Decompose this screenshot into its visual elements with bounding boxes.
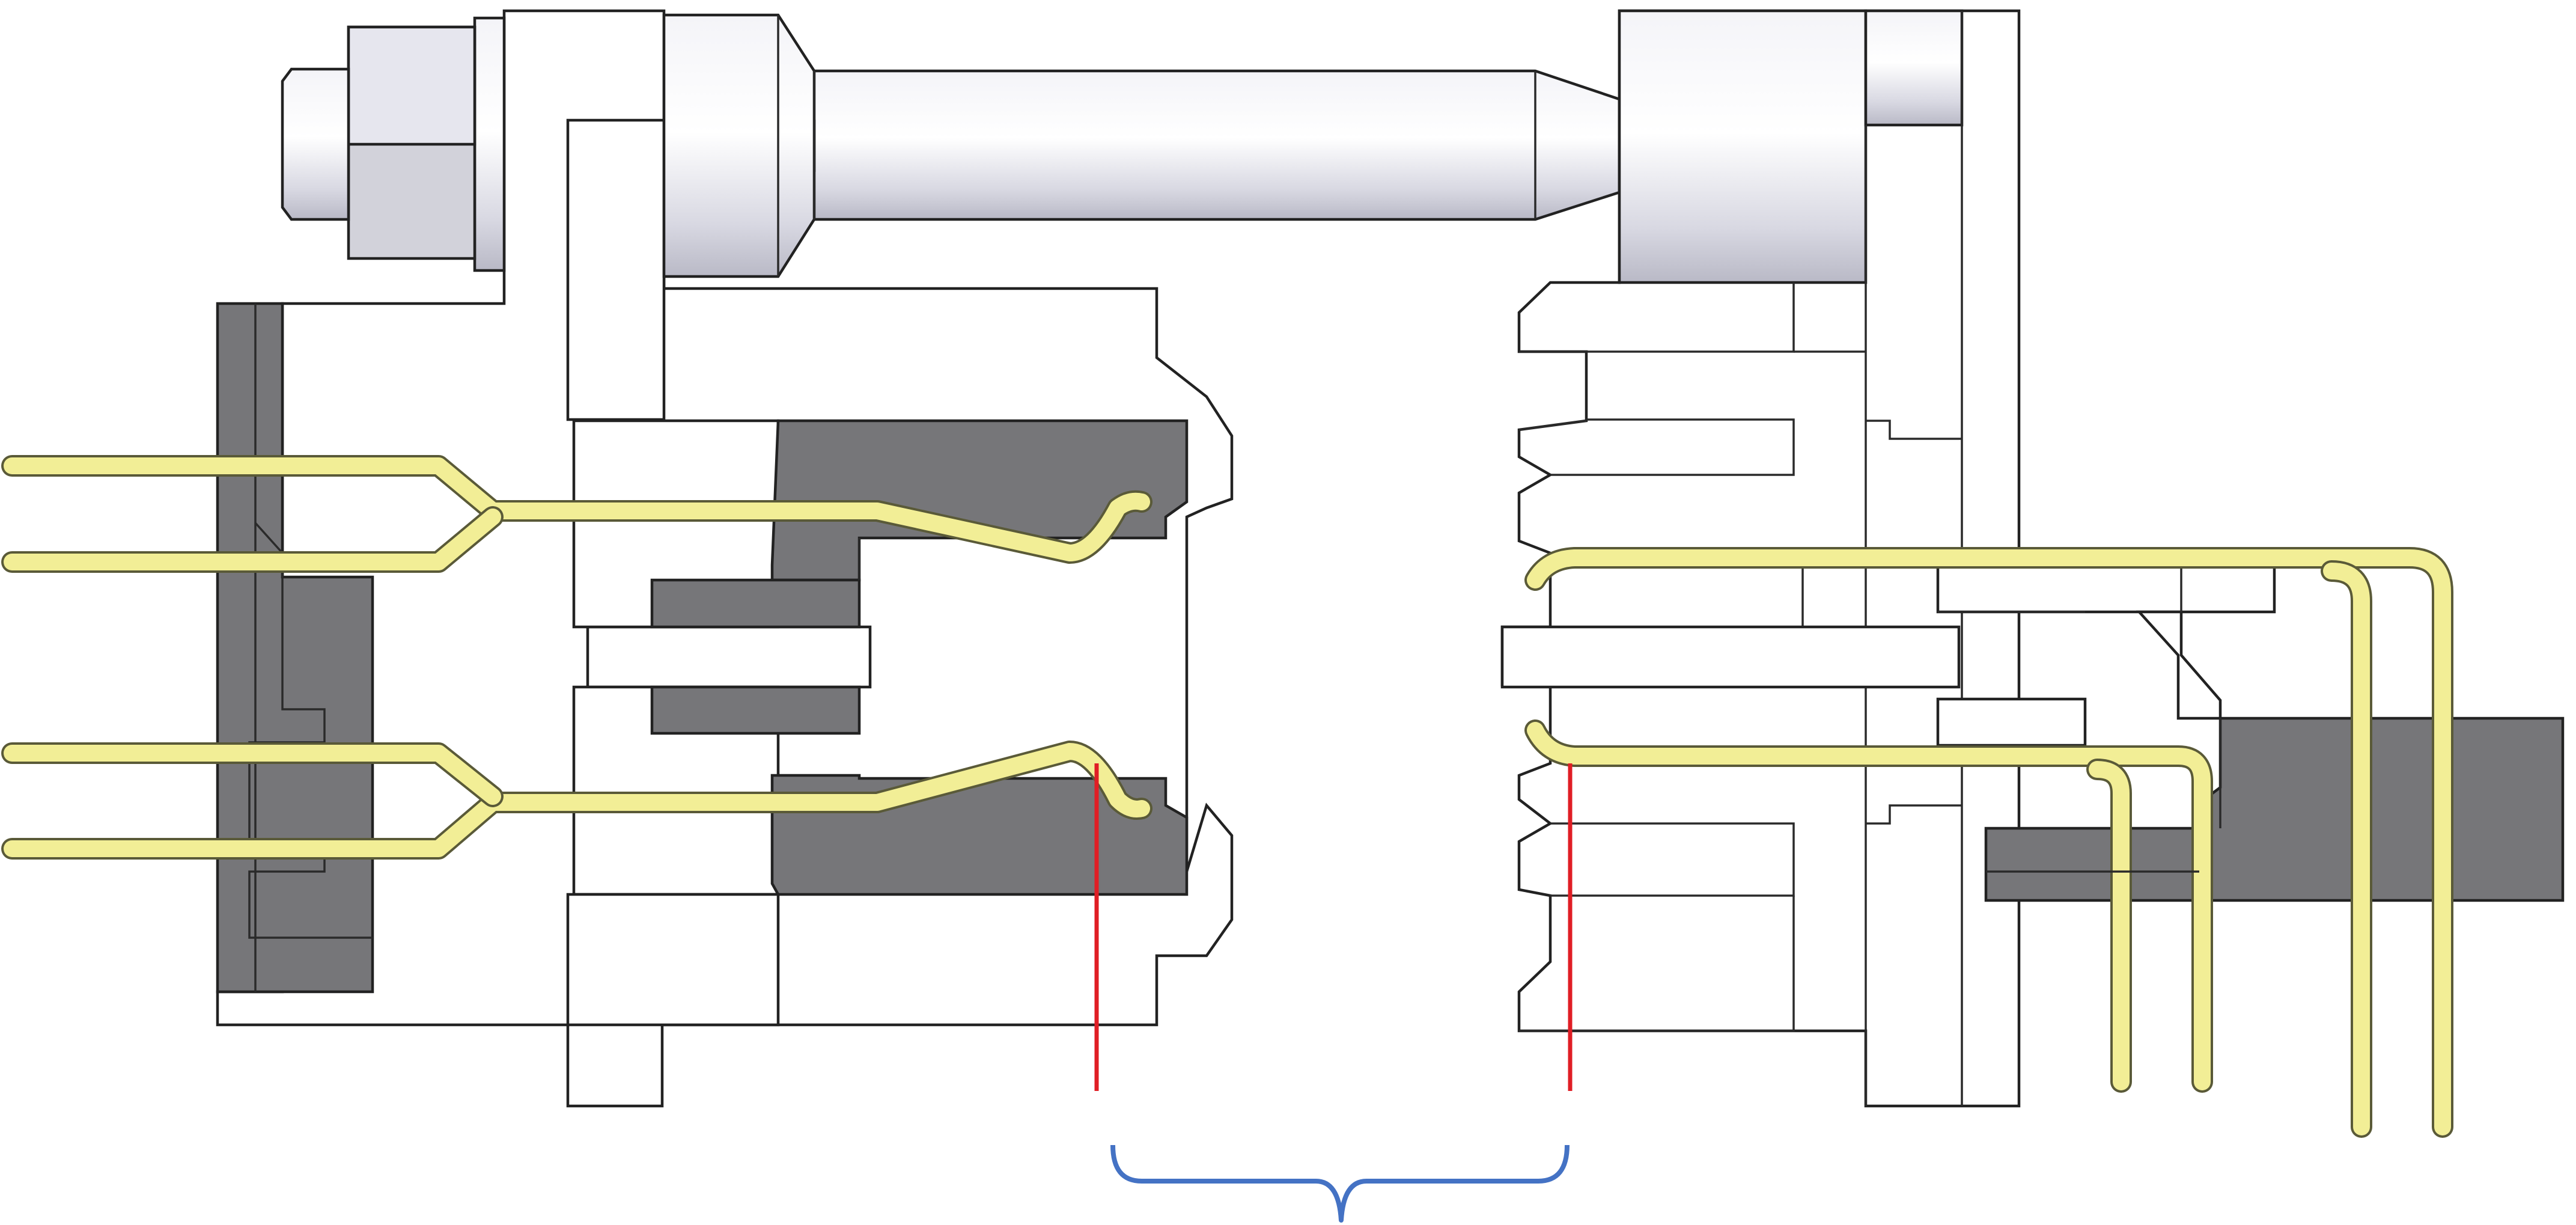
right-step-upper [1866,420,1962,440]
contact-pins [1,455,2453,1138]
left-center-insulator [586,625,872,689]
bolt-end [281,67,350,221]
left-base-block [566,893,780,1027]
bolt-shaft [772,69,1621,221]
left-upper-wall [566,118,666,421]
left-pin-upper-inner [1,506,504,573]
left-center-dark-insert [650,578,861,629]
right-pin-lower-long [1524,719,2213,1093]
right-lower-cavity [1550,822,1795,897]
right-pin-lower-short [2086,759,2132,1093]
left-center-dark-insert-lower [650,685,861,735]
left-pin-upper-outer [1,455,1153,564]
right-bolt-flange [1864,9,1964,127]
right-channel-diagonal [2136,610,2222,720]
right-pin-upper-short [2321,560,2372,1138]
right-upper-channel-block [1936,563,2276,614]
mating-boundary-lines [1094,763,1573,1091]
left-pin-lower-inner [1,742,504,807]
mating-distance-brace [1110,1144,1570,1223]
right-upper-cavity [1550,418,1795,476]
right-bolt-block [1618,9,1868,284]
hex-nut-upper-face [347,25,477,146]
right-lower-channel-block [1936,697,2087,747]
right-center-insulator [1500,625,1961,689]
left-pin-lower-outer [1,741,1153,860]
nut [473,16,506,272]
bolt-head [662,13,816,278]
guide-bolt [281,13,1621,278]
right-pin-upper-long [1524,547,2453,1138]
right-step-lower [1866,804,1962,825]
right-upper-chamfer [1518,420,1587,431]
right-lower-latch [1519,896,1795,1032]
